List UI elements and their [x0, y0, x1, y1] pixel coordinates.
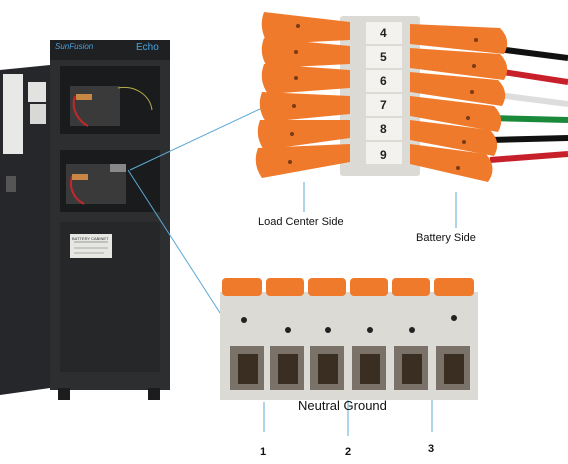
- bottom-wire-slots: [230, 346, 470, 390]
- terminal-number: 3: [428, 443, 435, 455]
- terminal-number: 1: [260, 446, 267, 458]
- load-center-side-label: Load Center Side: [258, 216, 344, 228]
- door-switch-bottom: [30, 104, 46, 124]
- door-latch: [6, 176, 16, 192]
- slot-number: 5: [380, 50, 387, 64]
- model-label: Echo: [136, 42, 159, 53]
- leader-lines: [127, 107, 457, 436]
- terminal-number: 2: [345, 446, 352, 458]
- door-panel: [3, 74, 23, 154]
- warning-sticker: [70, 234, 112, 258]
- battery-side-label: Battery Side: [416, 232, 476, 244]
- slot-number: 9: [380, 148, 387, 162]
- slot-number: 4: [380, 26, 387, 40]
- bottom-levers: [222, 278, 474, 296]
- lever-holes: [288, 24, 478, 170]
- slot-number: 8: [380, 122, 387, 136]
- neutral-ground-caption: Neutral Ground: [298, 398, 387, 413]
- left-levers: [255, 12, 350, 178]
- slot-windows: [366, 22, 402, 164]
- brand-logo: SunFusion: [55, 42, 94, 51]
- battery-upper: [70, 86, 120, 126]
- bottom-screw-holes: [241, 315, 457, 333]
- door-switch-top: [28, 82, 46, 102]
- warning-label: BATTERY CABINET: [72, 236, 109, 241]
- cabinet-header: [50, 40, 170, 60]
- right-levers: [410, 24, 508, 182]
- battery-cabinet: [0, 40, 170, 400]
- slot-number: 6: [380, 74, 387, 88]
- slot-number: 7: [380, 98, 387, 112]
